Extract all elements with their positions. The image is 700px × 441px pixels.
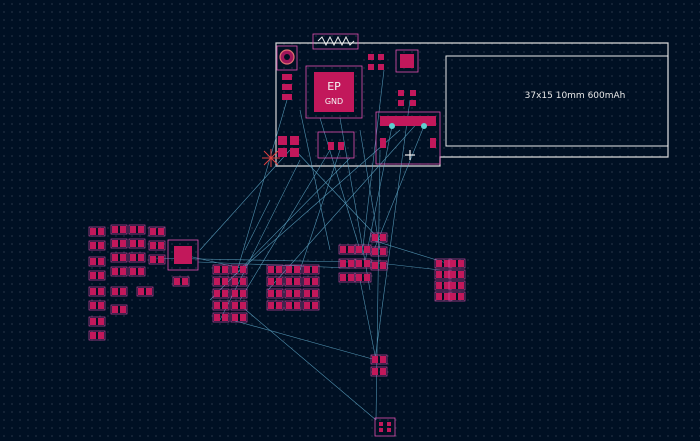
resistor-footprint[interactable] [448,269,466,280]
resistor-footprint[interactable] [88,286,106,297]
mcu-qfn[interactable] [167,239,199,271]
ratsnest-line [234,129,401,276]
usb-connector[interactable] [375,111,441,165]
resistor-footprint[interactable] [110,224,128,235]
resistor-footprint[interactable] [88,270,106,281]
ratsnest-line [359,279,377,361]
ratsnest-line [361,69,385,256]
resistor-footprint[interactable] [110,286,128,297]
resistor-footprint[interactable] [212,288,230,299]
battery-label: 37x15 10mm 600mAh [525,91,626,101]
resistor-footprint[interactable] [266,264,284,275]
ratsnest-line [239,149,331,301]
ratsnest-line [299,149,341,271]
resistor-footprint[interactable] [128,252,146,263]
ep-gnd-ic[interactable]: EP GND [305,65,363,119]
resistor-footprint[interactable] [110,252,128,263]
small-parts-top[interactable] [278,49,419,157]
ep-label: EP [327,80,341,93]
battery-footprint[interactable]: 37x15 10mm 600mAh [445,55,669,147]
connector-header[interactable] [312,33,359,50]
gnd-label: GND [325,97,343,106]
resistor-footprint[interactable] [370,366,388,377]
resistor-footprint[interactable] [266,276,284,287]
ratsnest-line [364,125,393,263]
resistor-footprint[interactable] [370,260,388,271]
resistor-footprint[interactable] [88,330,106,341]
resistor-footprint[interactable] [110,304,128,315]
ratsnest-line [267,119,421,291]
resistor-footprint[interactable] [448,280,466,291]
resistor-footprint[interactable] [212,276,230,287]
resistor-footprint[interactable] [354,272,372,283]
ratsnest-line [209,157,351,301]
resistor-footprint[interactable] [266,288,284,299]
resistor-footprint[interactable] [88,316,106,327]
resistor-footprint[interactable] [448,291,466,302]
resistor-footprint[interactable] [212,300,230,311]
origin-marker [262,149,280,167]
resistor-footprint[interactable] [266,300,284,311]
resistor-footprint[interactable] [230,288,248,299]
resistor-footprint[interactable] [230,264,248,275]
resistor-footprint[interactable] [284,288,302,299]
resistor-footprint[interactable] [212,264,230,275]
resistor-footprint[interactable] [88,226,106,237]
ratsnest-line [199,149,291,251]
resistor-footprint[interactable] [110,266,128,277]
resistor-footprint[interactable] [230,300,248,311]
resistor-footprint[interactable] [302,300,320,311]
resistor-footprint[interactable] [128,266,146,277]
resistor-footprint[interactable] [110,238,128,249]
crystal-footprint[interactable] [317,131,355,159]
resistor-footprint[interactable] [88,300,106,311]
resistor-footprint[interactable] [88,240,106,251]
ratsnest-line [239,304,377,421]
ratsnest-line [319,117,361,251]
resistor-footprint[interactable] [370,354,388,365]
resistor-footprint[interactable] [284,276,302,287]
resistor-footprint[interactable] [136,286,154,297]
resistor-footprint[interactable] [128,224,146,235]
resistor-footprint[interactable] [448,258,466,269]
resistor-footprint[interactable] [212,312,230,323]
resistor-footprint[interactable] [148,226,166,237]
resistor-footprint[interactable] [230,312,248,323]
ratsnest-line [231,319,377,361]
unplaced-components[interactable] [88,224,466,377]
ratsnest-line [183,254,241,269]
resistor-footprint[interactable] [302,264,320,275]
ratsnest-line [237,99,288,269]
resistor-footprint[interactable] [302,276,320,287]
resistor-footprint[interactable] [148,240,166,251]
bottom-connector[interactable] [374,417,396,437]
resistor-footprint[interactable] [302,288,320,299]
resistor-footprint[interactable] [230,276,248,287]
resistor-footprint[interactable] [172,276,190,287]
cursor [405,150,415,160]
resistor-footprint[interactable] [148,254,166,265]
mounting-hole[interactable] [276,45,298,71]
resistor-footprint[interactable] [128,238,146,249]
resistor-footprint[interactable] [284,300,302,311]
ratsnest-line [374,99,411,361]
resistor-footprint[interactable] [370,232,388,243]
resistor-footprint[interactable] [370,246,388,257]
ratsnest-line [244,199,271,251]
resistor-footprint[interactable] [88,256,106,267]
ratsnest-line [294,149,381,241]
resistor-footprint[interactable] [284,264,302,275]
